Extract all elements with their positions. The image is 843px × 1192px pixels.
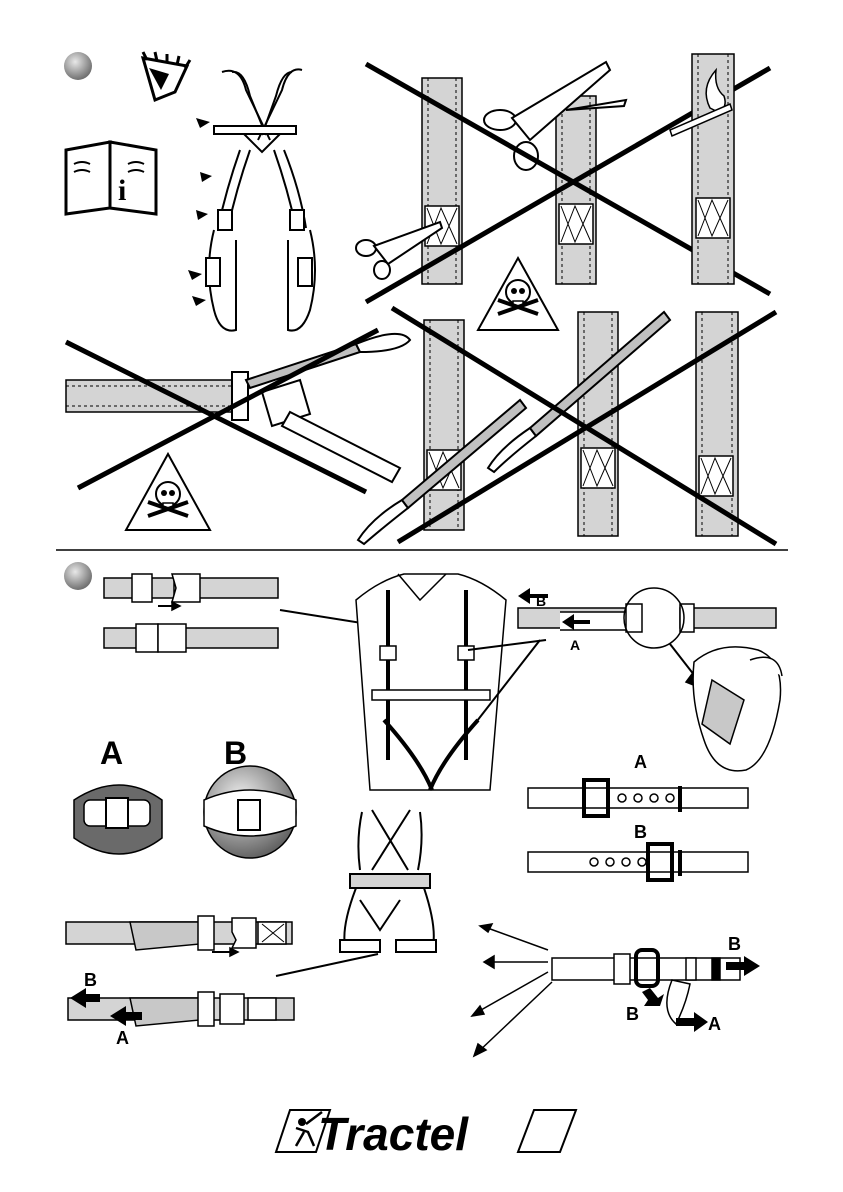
pull-label-b-down: B [626, 1004, 639, 1024]
hand-operating-buckle [693, 647, 782, 771]
clip-belt-step-2 [68, 992, 294, 1026]
no-chemical-panel [358, 308, 776, 544]
leg-adjuster-detail [552, 950, 740, 1024]
knife-icon [246, 334, 410, 388]
section-1-bullet-icon [64, 52, 92, 80]
file-tool-icon [358, 312, 670, 544]
hammer-icon [262, 380, 400, 482]
logo-parallelogram [518, 1110, 576, 1152]
no-impact-panel [66, 330, 410, 530]
quick-buckle-closed [104, 624, 278, 652]
no-heat-panel [670, 54, 734, 284]
pull-label-b-right: B [728, 934, 741, 954]
fit-label-a: A [100, 735, 123, 771]
fit-b-loose [204, 766, 296, 858]
clip-label-b: B [84, 970, 97, 990]
full-harness-drawing [340, 810, 436, 952]
label-b: B [536, 593, 546, 609]
scissors-icon [484, 62, 626, 170]
arrow-b-down [642, 988, 664, 1006]
pull-label-a-right: A [708, 1014, 721, 1034]
section-2-bullet-icon [64, 562, 92, 590]
read-manual-book-icon: i [66, 142, 156, 214]
fit-a-correct [74, 785, 162, 854]
label-a: A [570, 637, 580, 653]
belt-buckle-a [528, 780, 748, 816]
figure-2: B A A B A [64, 562, 782, 1056]
care-symbol-icon [143, 52, 190, 100]
belt-label-a: A [634, 752, 647, 772]
fit-label-b: B [224, 735, 247, 771]
belt-label-b: B [634, 822, 647, 842]
tractel-logo: Tractel [276, 1108, 576, 1160]
torso-harness-drawing [356, 574, 506, 790]
direction-arrows [472, 924, 552, 1056]
clip-label-a: A [116, 1028, 129, 1048]
harness-drawing [206, 69, 315, 330]
svg-text:i: i [118, 174, 126, 207]
quick-buckle-open [104, 574, 278, 610]
clip-belt-step-1 [66, 916, 292, 956]
brand-wordmark: Tractel [318, 1108, 469, 1160]
figure-1: i [64, 52, 776, 544]
belt-buckle-b [528, 844, 748, 880]
